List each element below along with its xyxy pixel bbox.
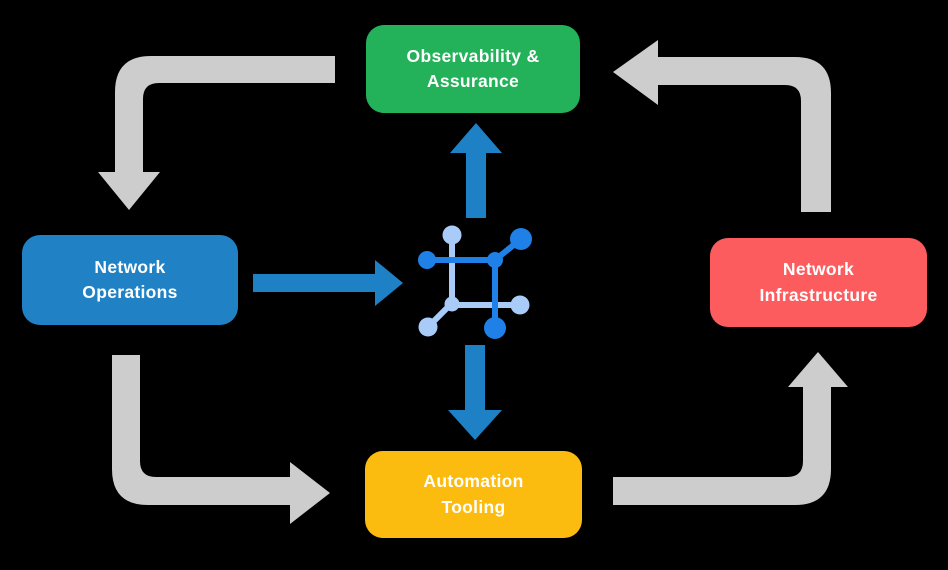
arrow-infrastructure-to-observability — [613, 40, 831, 212]
node-observability-assurance: Observability & Assurance — [366, 25, 580, 113]
node-automation-tooling-label: Automation Tooling — [423, 471, 524, 517]
arrow-operations-to-center — [253, 260, 403, 306]
node-automation-tooling: Automation Tooling — [365, 451, 582, 538]
network-fabric-icon — [418, 225, 532, 339]
node-network-operations: Network Operations — [22, 235, 238, 325]
node-observability-assurance-label: Observability & Assurance — [406, 45, 540, 91]
icon-node-bottom-left — [418, 317, 438, 337]
arrow-operations-to-tooling — [112, 355, 330, 524]
arrow-center-to-tooling — [448, 345, 502, 440]
icon-node-left — [418, 251, 436, 269]
icon-junction-dark — [487, 252, 503, 268]
icon-junction-light — [444, 296, 460, 312]
arrow-tooling-to-infrastructure — [613, 352, 848, 505]
arrow-observability-to-operations — [98, 56, 335, 210]
node-network-operations-label: Network Operations — [82, 256, 178, 302]
network-fabric-icon-light-part — [418, 225, 530, 337]
node-network-infrastructure: Network Infrastructure — [710, 238, 927, 327]
icon-node-top-left — [442, 225, 462, 245]
network-fabric-icon-dark-part — [418, 228, 532, 339]
icon-node-right — [510, 295, 530, 315]
node-network-infrastructure-label: Network Infrastructure — [759, 259, 878, 305]
icon-node-bottom — [484, 317, 506, 339]
icon-node-top-right — [510, 228, 532, 250]
arrow-center-to-observability — [450, 123, 502, 218]
